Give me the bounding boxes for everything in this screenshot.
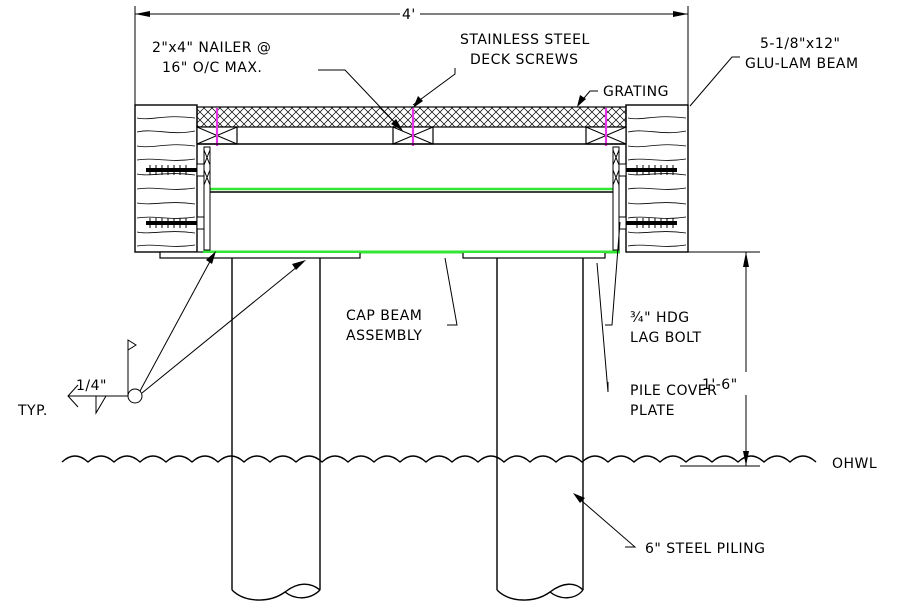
water-line: OHWL <box>61 455 877 472</box>
nailers <box>196 126 627 145</box>
beam-label-line2: GLU-LAM BEAM <box>745 56 859 72</box>
steel-piling-left <box>231 258 321 601</box>
cap-beam-label-line2: ASSEMBLY <box>346 328 422 344</box>
cap-beam-label-line1: CAP BEAM <box>346 308 422 324</box>
deck-screws <box>215 108 608 146</box>
pile-cover-label-line2: PLATE <box>630 403 675 419</box>
screws-label-line2: DECK SCREWS <box>470 52 579 68</box>
lag-bolt-label-line1: ¾" HDG <box>630 310 690 326</box>
grating <box>196 106 627 128</box>
weld-size-label: 1/4" <box>76 378 107 394</box>
left-glulam-beam <box>134 104 198 253</box>
pile-cover-plates <box>159 251 620 259</box>
right-glulam-beam <box>625 104 689 253</box>
grating-label: GRATING <box>603 84 669 100</box>
height-dim-label: 1'-6" <box>702 377 738 393</box>
beam-label-line1: 5-1/8"x12" <box>760 36 840 52</box>
nailer-label-line2: 16" O/C MAX. <box>162 60 262 76</box>
nailer-label-line1: 2"x4" NAILER @ <box>152 40 271 56</box>
weld-symbol: TYP. 1/4" <box>17 251 306 419</box>
pile-cover-label-line1: PILE COVER <box>630 383 717 399</box>
ohwl-label: OHWL <box>832 456 877 472</box>
typ-label: TYP. <box>17 403 48 419</box>
callout-labels: 2"x4" NAILER @ 16" O/C MAX. STAINLESS ST… <box>152 32 859 557</box>
width-dimension: 4' <box>134 6 689 105</box>
cap-beam-assembly <box>197 143 626 254</box>
lag-bolts <box>146 163 677 230</box>
leaders <box>318 56 740 548</box>
steel-piling-right <box>496 258 584 601</box>
screws-label-line1: STAINLESS STEEL <box>460 32 590 48</box>
lag-bolt-label-line2: LAG BOLT <box>630 330 702 346</box>
width-dim-label: 4' <box>402 7 416 23</box>
piling-label: 6" STEEL PILING <box>645 541 766 557</box>
height-dimension: 1'-6" <box>626 251 760 467</box>
